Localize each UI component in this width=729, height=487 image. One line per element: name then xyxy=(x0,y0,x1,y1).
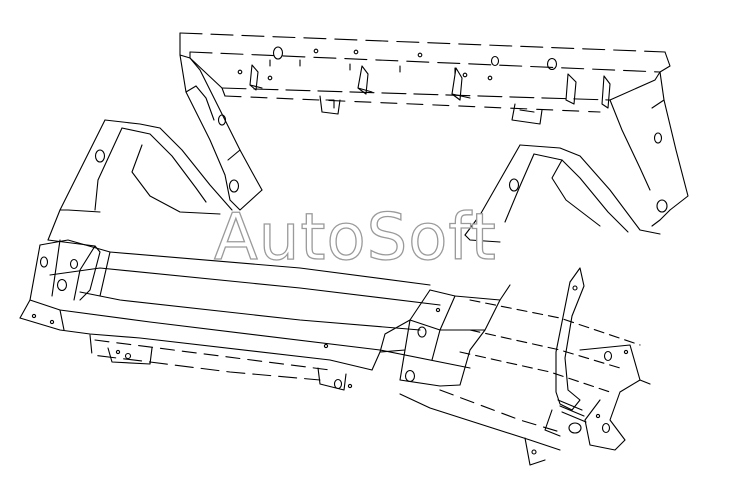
front-main-beam xyxy=(19,239,471,371)
top-crossmember xyxy=(179,32,671,113)
crossmember-brackets xyxy=(249,64,611,125)
left-side-member xyxy=(47,119,233,253)
left-rear-arm xyxy=(179,54,263,211)
right-hanger-strap xyxy=(544,267,587,437)
right-rear-arm xyxy=(609,71,689,227)
right-side-rail xyxy=(399,299,641,466)
right-side-member xyxy=(464,144,661,243)
front-right-plate xyxy=(579,344,651,451)
lower-rail xyxy=(89,334,353,391)
right-front-bracket xyxy=(371,284,511,387)
